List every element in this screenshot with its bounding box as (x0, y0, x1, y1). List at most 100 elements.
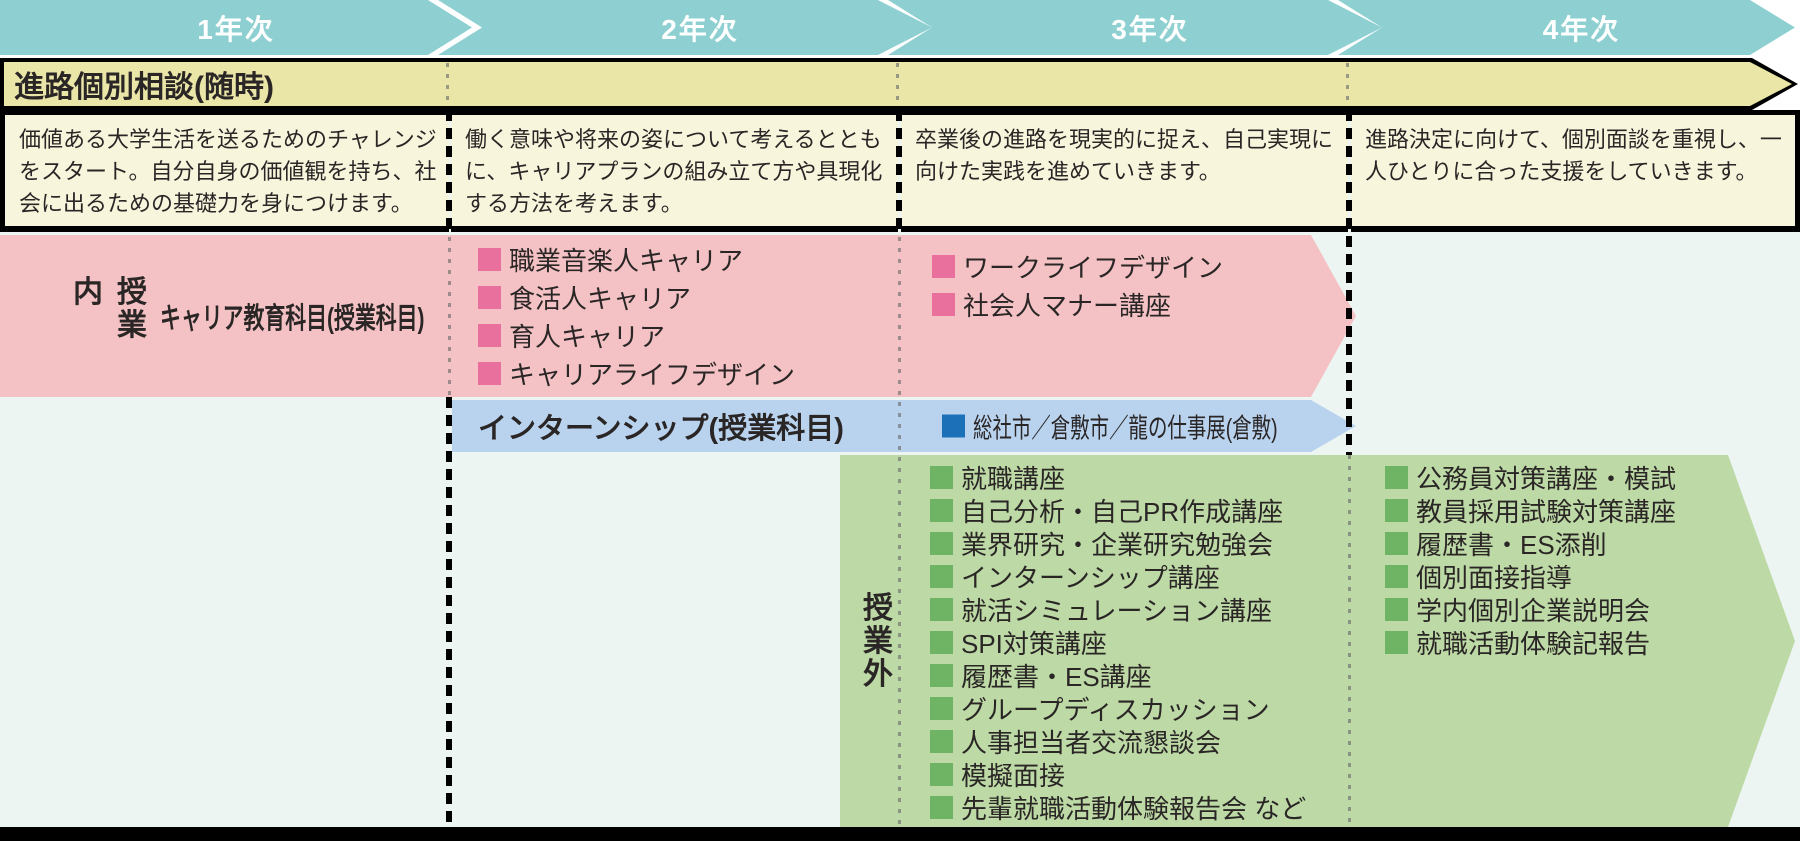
pink-square-bullet-icon (478, 323, 501, 347)
year-2-description: 働く意味や将来の姿について考えるとともに、キャリアプランの組み立て方や具現化する… (451, 110, 898, 232)
program-label: 先輩就職活動体験報告会 など (961, 794, 1307, 824)
consultation-label: 進路個別相談(随時) (14, 71, 274, 104)
program-label: 就職講座 (961, 464, 1066, 494)
pink-square-bullet-icon (478, 285, 501, 309)
green-square-bullet-icon (1385, 532, 1408, 555)
course-label: ワークライフデザイン (963, 252, 1224, 283)
course-label: 育人キャリア (509, 321, 666, 352)
green-square-bullet-icon (1385, 565, 1408, 588)
green-square-bullet-icon (930, 466, 953, 489)
out-of-class-year4-list: 公務員対策講座・模試 教員採用試験対策講座 履歴書・ES添削 個別面接指導 学内… (1385, 461, 1676, 659)
list-item: 食活人キャリア (478, 278, 795, 316)
list-item: 育人キャリア (478, 316, 795, 354)
career-education-title: キャリア教育科目(授業科目) (160, 303, 425, 335)
program-label: 教員採用試験対策講座 (1416, 497, 1677, 527)
year-header-segment-3: 3年次 (888, 0, 1382, 55)
list-item: 就活シミュレーション講座 (930, 593, 1306, 626)
green-square-bullet-icon (930, 664, 953, 687)
list-item: 就職講座 (930, 461, 1306, 494)
green-square-bullet-icon (930, 631, 953, 654)
year-header-segment-4: 4年次 (1338, 0, 1795, 55)
program-label: SPI対策講座 (961, 629, 1107, 659)
program-label: 履歴書・ES添削 (1416, 530, 1607, 560)
consultation-bar: 進路個別相談(随時) (0, 58, 1798, 110)
list-item: 業界研究・企業研究勉強会 (930, 527, 1306, 560)
list-item: グループディスカッション (930, 692, 1306, 725)
bottom-border-bar (0, 827, 1800, 841)
list-item: 履歴書・ES講座 (930, 659, 1306, 692)
green-square-bullet-icon (930, 763, 953, 786)
year-1-label: 1年次 (197, 13, 275, 45)
program-label: インターンシップ講座 (961, 563, 1220, 593)
course-label: キャリアライフデザイン (509, 359, 796, 390)
column-divider (446, 110, 452, 232)
program-label: 履歴書・ES講座 (961, 662, 1152, 692)
out-of-class-band: 授業外 就職講座 自己分析・自己PR作成講座 業界研究・企業研究勉強会 インター… (840, 455, 1795, 827)
year-header-segment-2: 2年次 (438, 0, 932, 55)
course-label: 職業音楽人キャリア (509, 245, 744, 276)
year-2-label: 2年次 (661, 13, 739, 45)
internship-item-label: 総社市／倉敷市／龍の仕事展(倉敷) (973, 413, 1278, 444)
year-4-label: 4年次 (1542, 13, 1621, 45)
out-of-class-year3-list: 就職講座 自己分析・自己PR作成講座 業界研究・企業研究勉強会 インターンシップ… (930, 461, 1306, 824)
green-square-bullet-icon (930, 499, 953, 522)
program-label: 自己分析・自己PR作成講座 (961, 497, 1284, 527)
column-divider (448, 237, 451, 395)
column-divider (1346, 63, 1349, 105)
green-square-bullet-icon (930, 730, 953, 753)
column-divider (898, 237, 901, 827)
blue-square-bullet-icon (942, 414, 965, 438)
year-3-description: 卒業後の進路を現実的に捉え、自己実現に向けた実践を進めていきます。 (901, 110, 1348, 232)
year-3-label: 3年次 (1111, 13, 1189, 45)
list-item: 職業音楽人キャリア (478, 240, 795, 278)
list-item: キャリアライフデザイン (478, 354, 795, 392)
green-square-bullet-icon (930, 796, 953, 819)
list-item: インターンシップ講座 (930, 560, 1306, 593)
green-square-bullet-icon (1385, 466, 1408, 489)
list-item: 人事担当者交流懇談会 (930, 725, 1306, 758)
pink-square-bullet-icon (478, 361, 501, 385)
program-label: 業界研究・企業研究勉強会 (961, 530, 1274, 560)
year-4-description: 進路決定に向けて、個別面談を重視し、一人ひとりに合った支援をしていきます。 (1351, 110, 1800, 232)
program-label: グループディスカッション (961, 695, 1270, 725)
list-item: 模擬面接 (930, 758, 1306, 791)
program-label: 模擬面接 (961, 761, 1066, 791)
list-item: 自己分析・自己PR作成講座 (930, 494, 1306, 527)
program-label: 公務員対策講座・模試 (1416, 464, 1677, 494)
list-item: 履歴書・ES添削 (1385, 527, 1676, 560)
list-item: ワークライフデザイン (932, 247, 1223, 285)
internship-title: インターンシップ(授業科目) (478, 413, 844, 445)
internship-item: 総社市／倉敷市／龍の仕事展(倉敷) (942, 407, 1356, 446)
list-item: SPI対策講座 (930, 626, 1306, 659)
list-item: 学内個別企業説明会 (1385, 593, 1676, 626)
green-square-bullet-icon (930, 598, 953, 621)
list-item: 教員採用試験対策講座 (1385, 494, 1676, 527)
program-label: 就職活動体験記報告 (1416, 629, 1651, 659)
course-label: 社会人マナー講座 (963, 290, 1172, 321)
program-label: 学内個別企業説明会 (1416, 596, 1651, 626)
green-square-bullet-icon (930, 697, 953, 720)
career-year2-list: 職業音楽人キャリア 食活人キャリア 育人キャリア キャリアライフデザイン (478, 240, 795, 392)
internship-band: インターンシップ(授業科目) 総社市／倉敷市／龍の仕事展(倉敷) (452, 400, 1356, 452)
year-header-segment-1: 1年次 (0, 0, 472, 55)
column-divider (896, 63, 899, 105)
column-divider (446, 63, 449, 105)
program-label: 個別面接指導 (1416, 563, 1573, 593)
green-square-bullet-icon (930, 565, 953, 588)
in-class-side-label: 授業内 (68, 275, 145, 342)
pink-square-bullet-icon (932, 254, 955, 278)
program-label: 人事担当者交流懇談会 (961, 728, 1222, 758)
column-divider (896, 110, 902, 232)
list-item: 就職活動体験記報告 (1385, 626, 1676, 659)
out-of-class-side-label: 授業外 (858, 591, 891, 691)
pink-square-bullet-icon (932, 292, 955, 316)
course-label: 食活人キャリア (509, 283, 692, 314)
list-item: 先輩就職活動体験報告会 など (930, 791, 1306, 824)
program-label: 就活シミュレーション講座 (961, 596, 1272, 626)
year-1-description: 価値ある大学生活を送るためのチャレンジをスタート。自分自身の価値観を持ち、社会に… (0, 110, 449, 232)
pink-square-bullet-icon (478, 247, 501, 271)
column-divider (446, 397, 452, 827)
list-item: 社会人マナー講座 (932, 285, 1223, 323)
column-divider (1348, 455, 1351, 827)
